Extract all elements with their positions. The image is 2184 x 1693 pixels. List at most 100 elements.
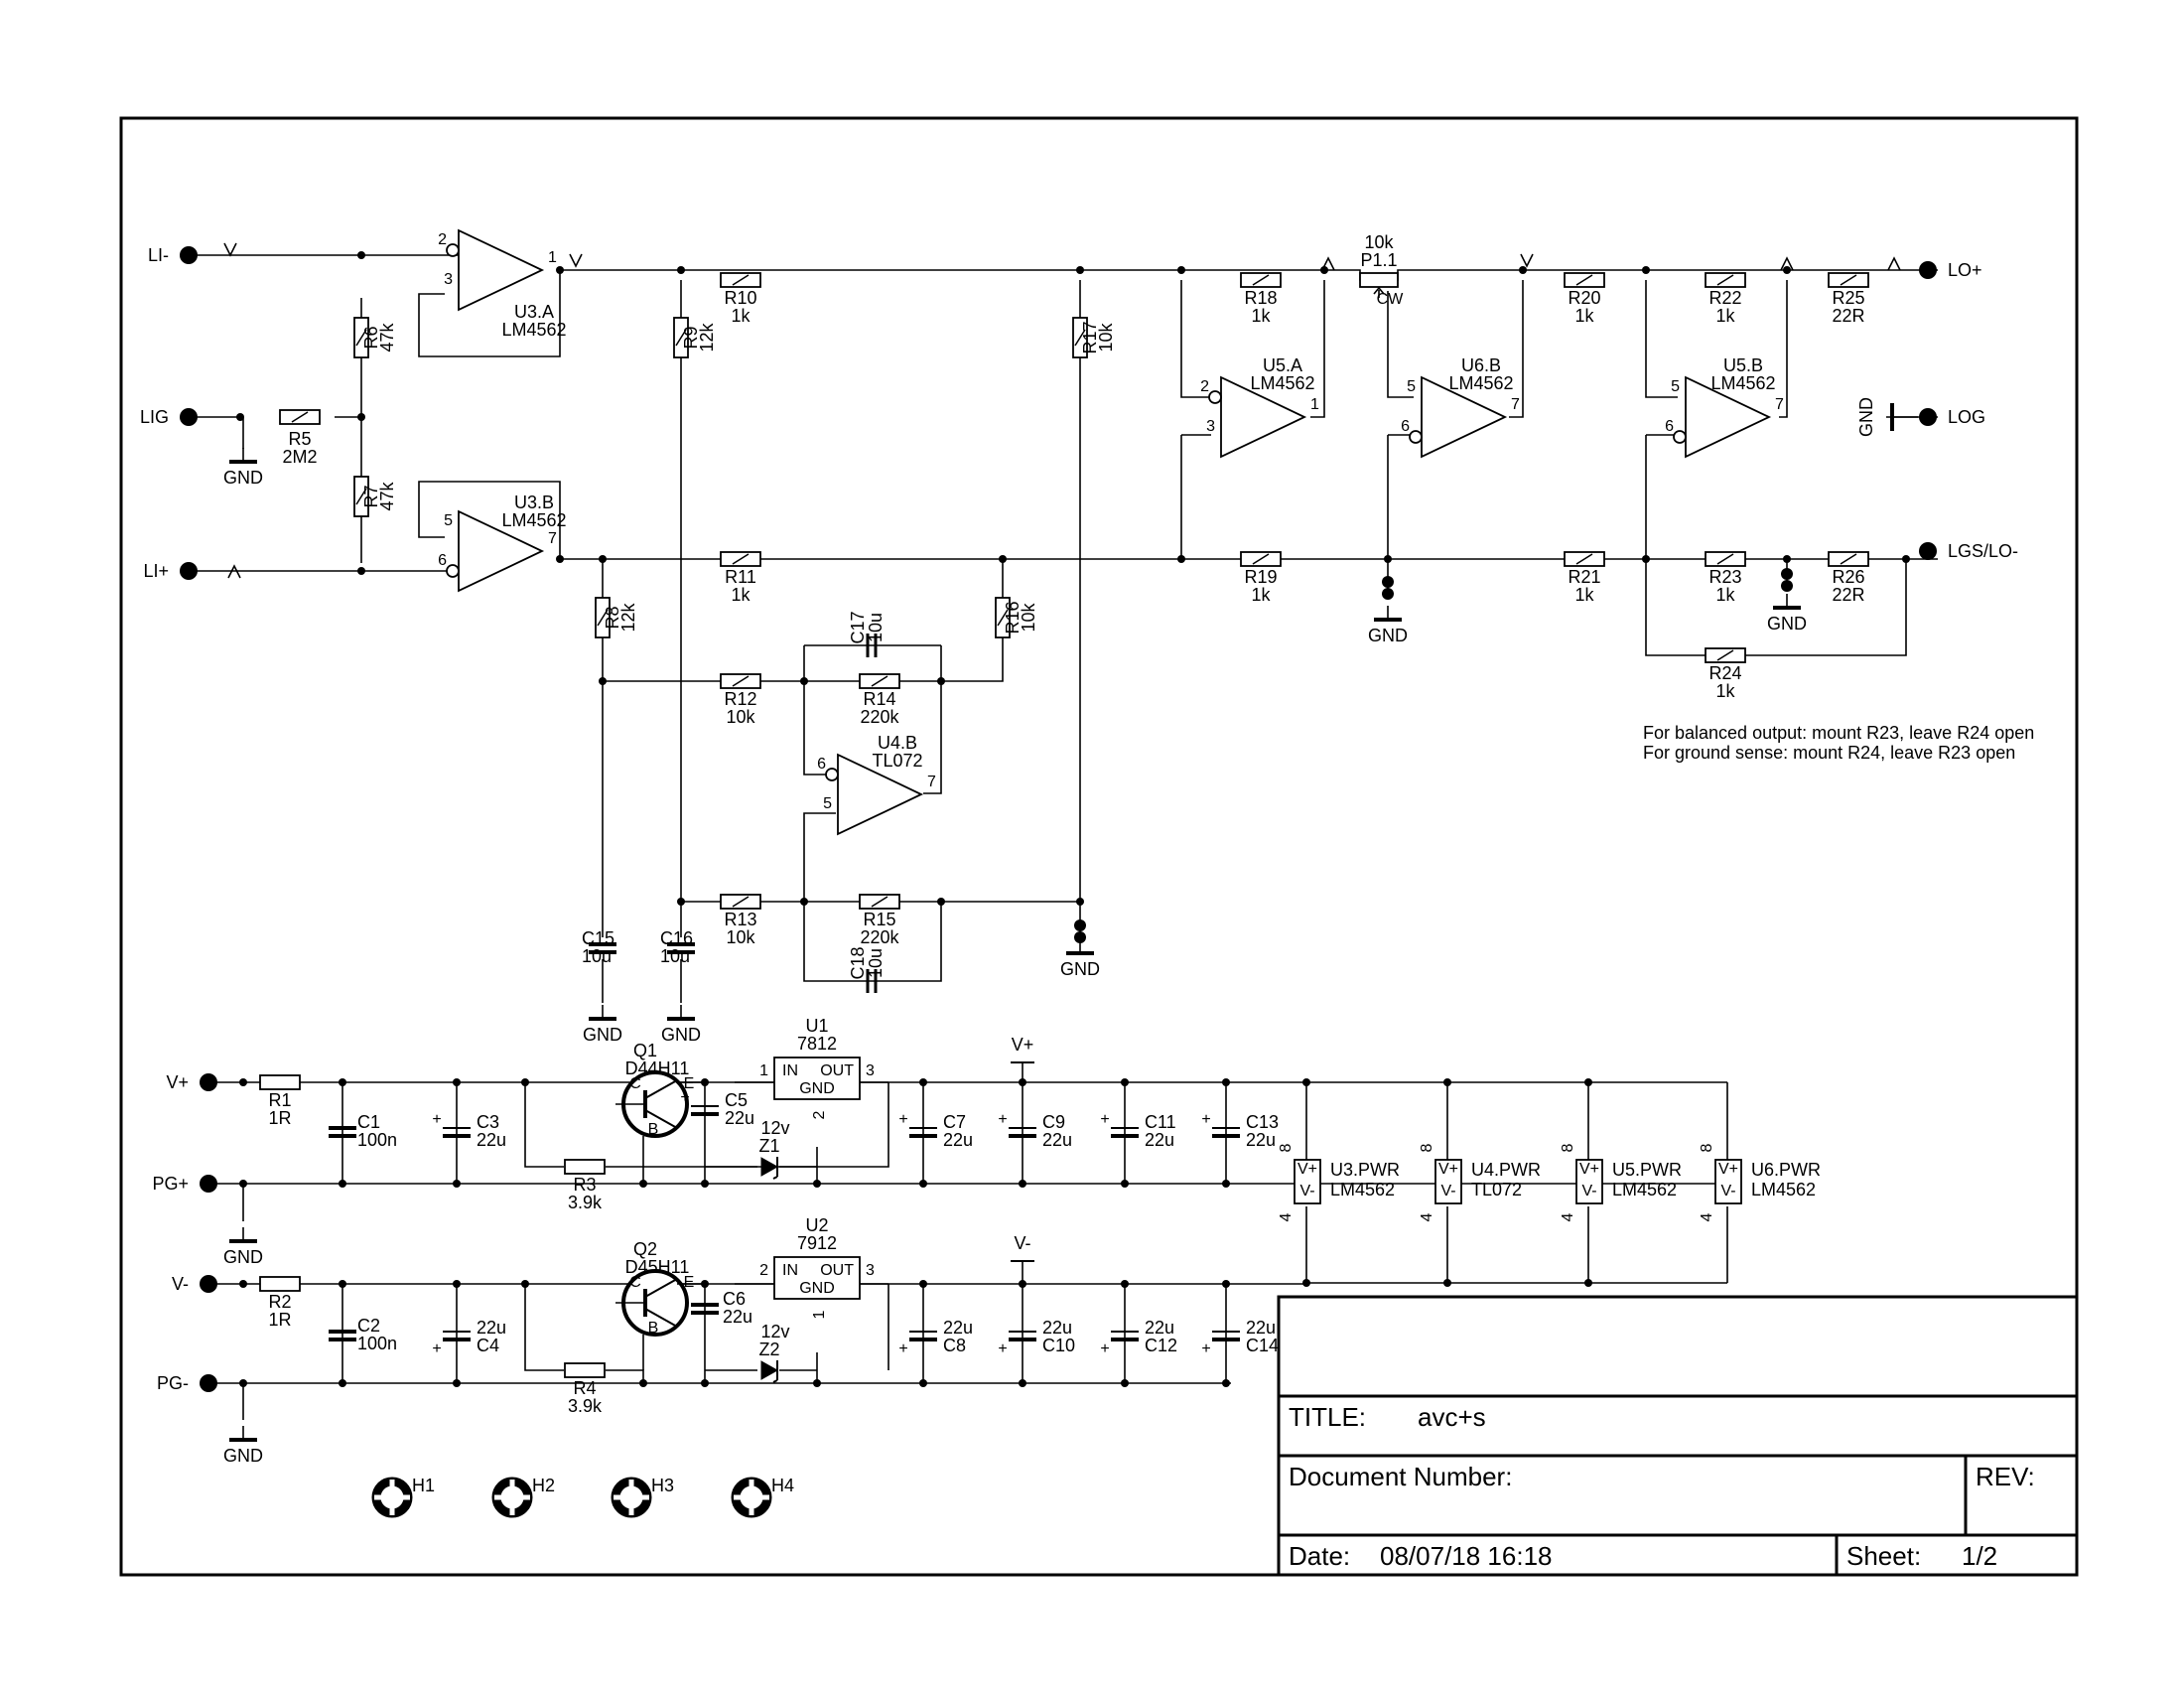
regulator-part: 7912 — [797, 1233, 837, 1253]
capacitor-c7-value: 22u — [943, 1130, 973, 1150]
port-vplus: V+ — [166, 1072, 217, 1092]
capacitor-c18-ref: C18 — [848, 946, 868, 979]
pin-out: 7 — [1775, 396, 1784, 413]
junction-dot — [1222, 1379, 1230, 1387]
signal-marker — [1780, 256, 1794, 271]
capacitor-plus-sign: + — [998, 1340, 1007, 1357]
junction-dot — [599, 677, 607, 685]
gnd-r17-label: GND — [1060, 959, 1100, 979]
port-vminus: V- — [172, 1274, 217, 1294]
pin-plus: 5 — [823, 795, 832, 812]
capacitor-c5-value: 22u — [725, 1108, 754, 1128]
port-li-plus: LI+ — [143, 561, 198, 581]
resistor-r22-ref: R22 — [1708, 288, 1741, 308]
mounting-hole-h3: H3 — [611, 1476, 674, 1518]
resistor-r11-ref: R11 — [725, 567, 756, 587]
pin-top: 8 — [1699, 1143, 1715, 1152]
resistor-r17-value: 10k — [1096, 322, 1116, 352]
opamp-part: LM4562 — [1250, 373, 1314, 393]
resistor-r23-ref: R23 — [1708, 567, 1741, 587]
pin-in: 1 — [759, 1062, 768, 1079]
gnd-c15-label: GND — [583, 1025, 622, 1045]
resistor-r16-ref: R16 — [1003, 601, 1023, 634]
transistor-ref: Q2 — [633, 1239, 657, 1259]
opamp-part: LM4562 — [501, 510, 566, 530]
junction-dot — [1783, 555, 1791, 563]
mounting-hole-h4: H4 — [731, 1476, 794, 1518]
capacitor-c9-ref: C9 — [1042, 1112, 1065, 1132]
junction-dot — [521, 1078, 529, 1086]
regulator-in: IN — [782, 1062, 798, 1079]
gnd-r23-label: GND — [1767, 614, 1807, 634]
pin-plus: 3 — [444, 271, 453, 288]
opamp-ref: U6.B — [1461, 355, 1501, 375]
junction-dot — [1302, 1279, 1310, 1287]
junction-dot — [1076, 898, 1084, 906]
note-ground-sense: For ground sense: mount R24, leave R23 o… — [1643, 743, 2015, 763]
regulator-ref: U1 — [805, 1016, 828, 1036]
power-unit-vp: V+ — [1438, 1161, 1458, 1178]
zener-ref: Z2 — [758, 1340, 779, 1359]
junction-dot — [1783, 266, 1791, 274]
capacitor-c10-ref: C10 — [1042, 1336, 1075, 1355]
junction-dot — [1320, 266, 1328, 274]
signal-marker — [1520, 253, 1534, 268]
junction-dot — [1302, 1078, 1310, 1086]
capacitor-c11-ref: C11 — [1145, 1112, 1176, 1132]
port-pgplus: PG+ — [152, 1174, 217, 1194]
pot-ref: P1.1 — [1360, 250, 1397, 270]
power-unit-part: LM4562 — [1751, 1180, 1816, 1199]
capacitor-plus-sign: + — [1100, 1111, 1109, 1128]
junction-dot — [937, 898, 945, 906]
pin-c: C — [629, 1274, 641, 1291]
junction-dot — [239, 1379, 247, 1387]
transistor-ref: Q1 — [633, 1041, 657, 1060]
capacitor-c17-ref: C17 — [848, 611, 868, 643]
junction-dot — [677, 266, 685, 274]
capacitor-c9-value: 22u — [1042, 1130, 1072, 1150]
junction-dot — [556, 266, 564, 274]
resistor-r21-ref: R21 — [1568, 567, 1600, 587]
note-balanced-output: For balanced output: mount R23, leave R2… — [1643, 723, 2034, 743]
net-tie — [1781, 568, 1793, 580]
regulator-out: OUT — [820, 1262, 854, 1279]
capacitor-c13-value: 22u — [1246, 1130, 1276, 1150]
resistor-r4: R43.9k — [564, 1362, 606, 1416]
junction-dot — [813, 1180, 821, 1188]
junction-dot — [701, 1078, 709, 1086]
junction-dot — [521, 1280, 529, 1288]
junction-dot — [800, 898, 808, 906]
port-lgs-lo-minus: LGS/LO- — [1919, 541, 2018, 561]
junction-dot — [919, 1280, 927, 1288]
pin-minus: 6 — [1401, 418, 1410, 435]
resistor-r18-value: 1k — [1251, 306, 1271, 326]
resistor-r13-value: 10k — [726, 927, 755, 947]
capacitor-c15-value: 10u — [582, 946, 612, 966]
signal-marker — [227, 564, 241, 579]
gnd-lig: GND — [223, 448, 263, 488]
resistor-r5-value: 2M2 — [282, 447, 317, 467]
resistor-r17-ref: R17 — [1080, 321, 1100, 353]
resistor-r26-ref: R26 — [1832, 567, 1864, 587]
junction-dot — [453, 1379, 461, 1387]
regulator-ref: U2 — [805, 1215, 828, 1235]
junction-dot — [339, 1280, 346, 1288]
port-pgminus: PG- — [157, 1373, 217, 1393]
vplus-flag-label: V+ — [1012, 1035, 1034, 1055]
opamp-ref: U5.B — [1723, 355, 1763, 375]
resistor-r8-ref: R8 — [603, 606, 622, 629]
capacitor-c12-value: 22u — [1145, 1318, 1174, 1338]
